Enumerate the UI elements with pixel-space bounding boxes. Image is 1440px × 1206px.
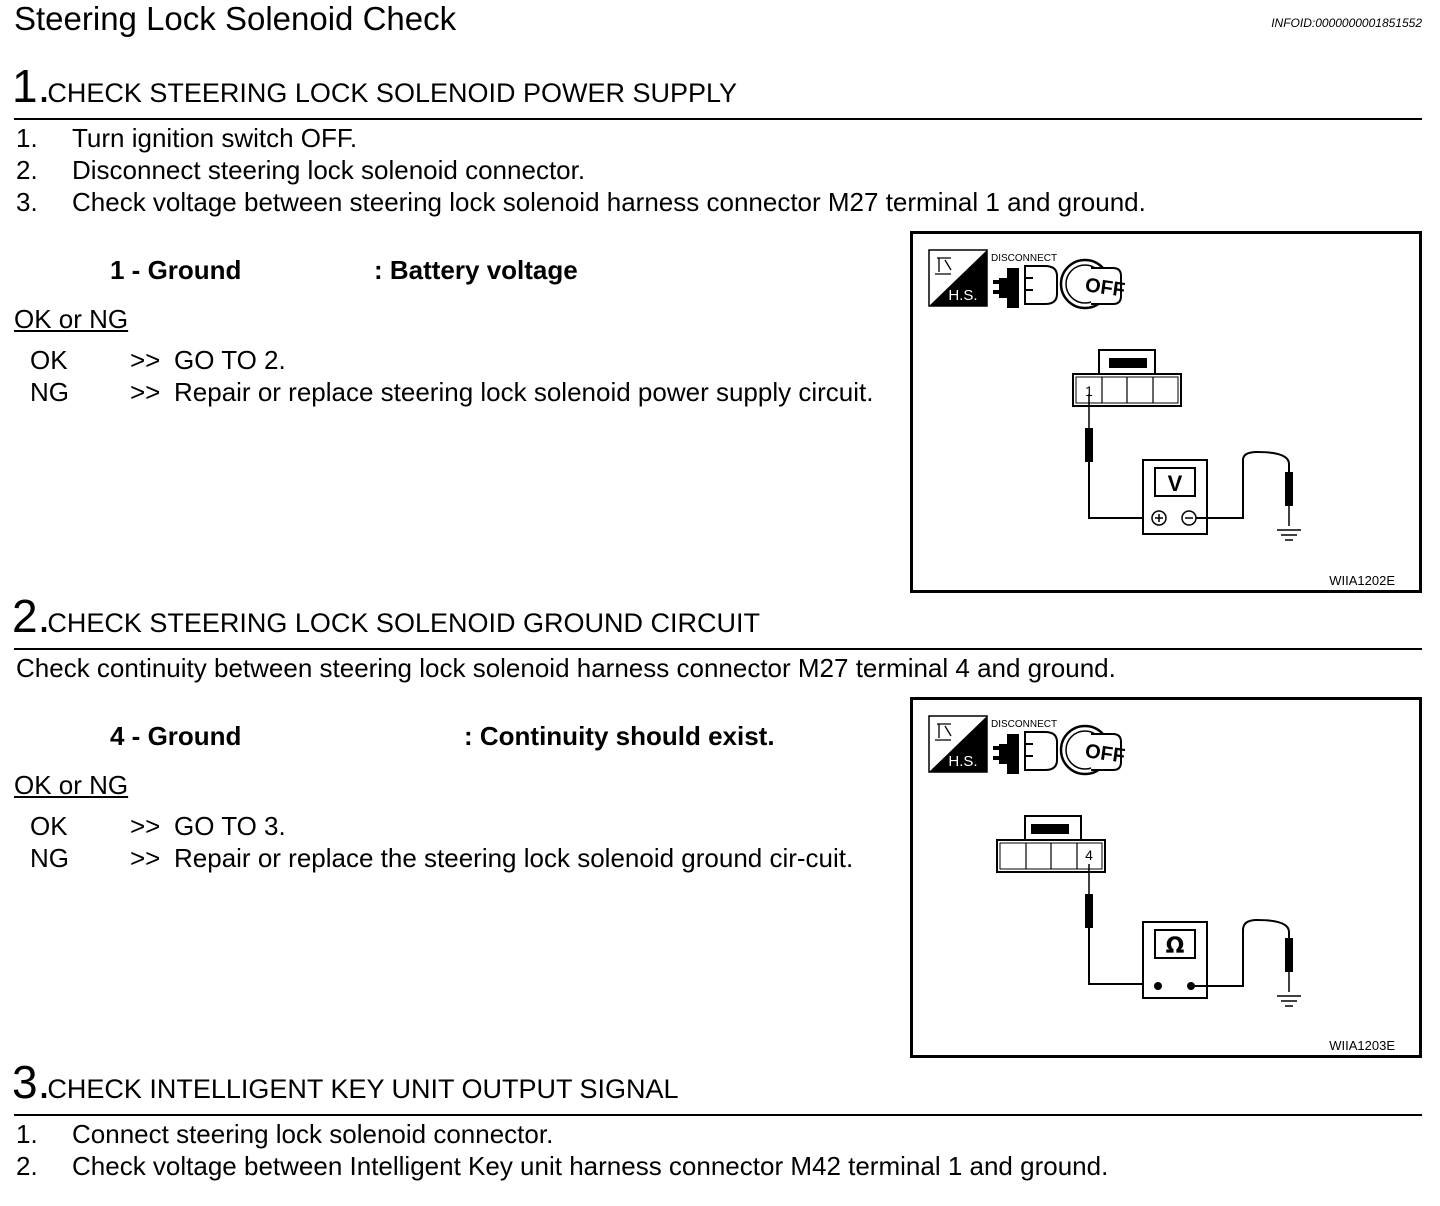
probe-positive — [1085, 394, 1159, 519]
instruction-text: Turn ignition switch OFF. — [72, 123, 358, 153]
ignition-off-icon: OFF — [1059, 724, 1126, 776]
result-text: GO TO 2. — [174, 345, 286, 375]
step-3-instructions: 1. Connect steering lock solenoid connect… — [16, 1118, 1108, 1182]
instruction-text: Check voltage between steering lock sole… — [72, 187, 1146, 217]
hs-icon: H.S. — [928, 715, 988, 773]
step-1-title: CHECK STEERING LOCK SOLENOID POWER SUPPL… — [47, 78, 738, 108]
result-arrow: >> — [130, 377, 161, 407]
instruction-number: 1. — [16, 123, 38, 153]
instruction-item: 2. Check voltage between Intelligent Key … — [16, 1150, 1108, 1182]
step-1-result-ok: OK >> GO TO 2. — [30, 344, 894, 376]
step-2-divider — [14, 648, 1422, 650]
step-3-divider — [14, 1114, 1422, 1116]
disconnect-label: DISCONNECT — [991, 253, 1057, 264]
step-1-result-ng: NG >> Repair or replace steering lock so… — [30, 376, 894, 408]
terminal-label: 4 — [1085, 847, 1093, 863]
instruction-number: 3. — [16, 187, 38, 217]
voltmeter-icon: V — [1142, 459, 1208, 535]
probe-negative — [1195, 918, 1293, 992]
meter-label: V — [1168, 471, 1183, 496]
connector-m27: 4 — [996, 815, 1106, 873]
result-text: Repair or replace the steering lock sole… — [174, 843, 854, 873]
figure-voltage-check: H.S. DISCONNECT OFF 1 — [910, 231, 1422, 593]
step-1-okng-title: OK or NG — [14, 304, 129, 334]
ground-icon — [1277, 995, 1301, 1007]
disconnect-label: DISCONNECT — [991, 719, 1057, 730]
step-1-spec-label: 1 - Ground — [110, 255, 242, 285]
result-text: Repair or replace steering lock solenoid… — [174, 377, 874, 407]
result-text: GO TO 3. — [174, 811, 286, 841]
step-2-title: CHECK STEERING LOCK SOLENOID GROUND CIRC… — [47, 608, 760, 638]
step-2-okng-title: OK or NG — [14, 770, 129, 800]
step-2-heading: 2.CHECK STEERING LOCK SOLENOID GROUND CI… — [12, 588, 760, 644]
step-3-title: CHECK INTELLIGENT KEY UNIT OUTPUT SIGNAL — [47, 1074, 679, 1104]
step-3-heading: 3.CHECK INTELLIGENT KEY UNIT OUTPUT SIGN… — [12, 1054, 679, 1110]
step-2-paragraph: Check continuity between steering lock s… — [16, 653, 1116, 683]
result-arrow: >> — [130, 811, 161, 841]
result-key: OK — [30, 811, 68, 841]
step-1-heading: 1.CHECK STEERING LOCK SOLENOID POWER SUP… — [12, 58, 737, 114]
instruction-text: Check voltage between Intelligent Key un… — [72, 1151, 1109, 1181]
step-2-number: 2. — [12, 590, 51, 642]
instruction-number: 2. — [16, 155, 38, 185]
step-2-result-ok: OK >> GO TO 3. — [30, 810, 894, 842]
terminal-label: 1 — [1085, 383, 1093, 399]
instruction-text: Disconnect steering lock solenoid connec… — [72, 155, 586, 185]
figure-continuity-check: H.S. DISCONNECT OFF 4 — [910, 697, 1422, 1058]
step-1-divider — [14, 118, 1422, 120]
step-2-result-ng: NG >> Repair or replace the steering loc… — [30, 842, 894, 874]
step-2-spec-value: : Continuity should exist. — [464, 721, 775, 751]
instruction-item: 1. Connect steering lock solenoid connect… — [16, 1118, 1108, 1150]
hs-label: H.S. — [948, 753, 977, 770]
step-1-spec-value: : Battery voltage — [374, 255, 578, 285]
ignition-off-icon: OFF — [1059, 258, 1126, 310]
step-1-instructions: 1. Turn ignition switch OFF. 2. Disconnect… — [16, 122, 1146, 218]
result-arrow: >> — [130, 345, 161, 375]
instruction-item: 1. Turn ignition switch OFF. — [16, 122, 1146, 154]
result-arrow: >> — [130, 843, 161, 873]
figure-id: WIIA1203E — [1329, 1038, 1395, 1053]
result-key: NG — [30, 377, 69, 407]
instruction-item: 2. Disconnect steering lock solenoid conn… — [16, 154, 1146, 186]
instruction-number: 1. — [16, 1119, 38, 1149]
step-3-number: 3. — [12, 1056, 51, 1108]
probe-positive — [1085, 864, 1159, 985]
probe-negative — [1196, 450, 1293, 526]
figure-id: WIIA1202E — [1329, 573, 1395, 588]
result-key: NG — [30, 843, 69, 873]
instruction-text: Connect steering lock solenoid connector… — [72, 1119, 554, 1149]
hs-label: H.S. — [948, 287, 977, 304]
info-id: INFOID:0000000001851552 — [1271, 16, 1422, 30]
instruction-number: 2. — [16, 1151, 38, 1181]
continuity-check-diagram: H.S. DISCONNECT OFF 4 — [928, 715, 1301, 1007]
result-key: OK — [30, 345, 68, 375]
step-1-number: 1. — [12, 60, 51, 112]
meter-label: Ω — [1166, 934, 1185, 959]
disconnect-icon: DISCONNECT — [991, 719, 1058, 774]
hs-icon: H.S. — [928, 249, 988, 307]
disconnect-icon: DISCONNECT — [991, 253, 1058, 308]
step-2-spec-label: 4 - Ground — [110, 721, 242, 751]
ground-icon — [1277, 529, 1301, 541]
page-title: Steering Lock Solenoid Check — [14, 0, 457, 37]
connector-m27: 1 — [1072, 349, 1182, 407]
voltage-check-diagram: H.S. DISCONNECT OFF 1 — [928, 249, 1301, 541]
instruction-item: 3. Check voltage between steering lock so… — [16, 186, 1146, 218]
